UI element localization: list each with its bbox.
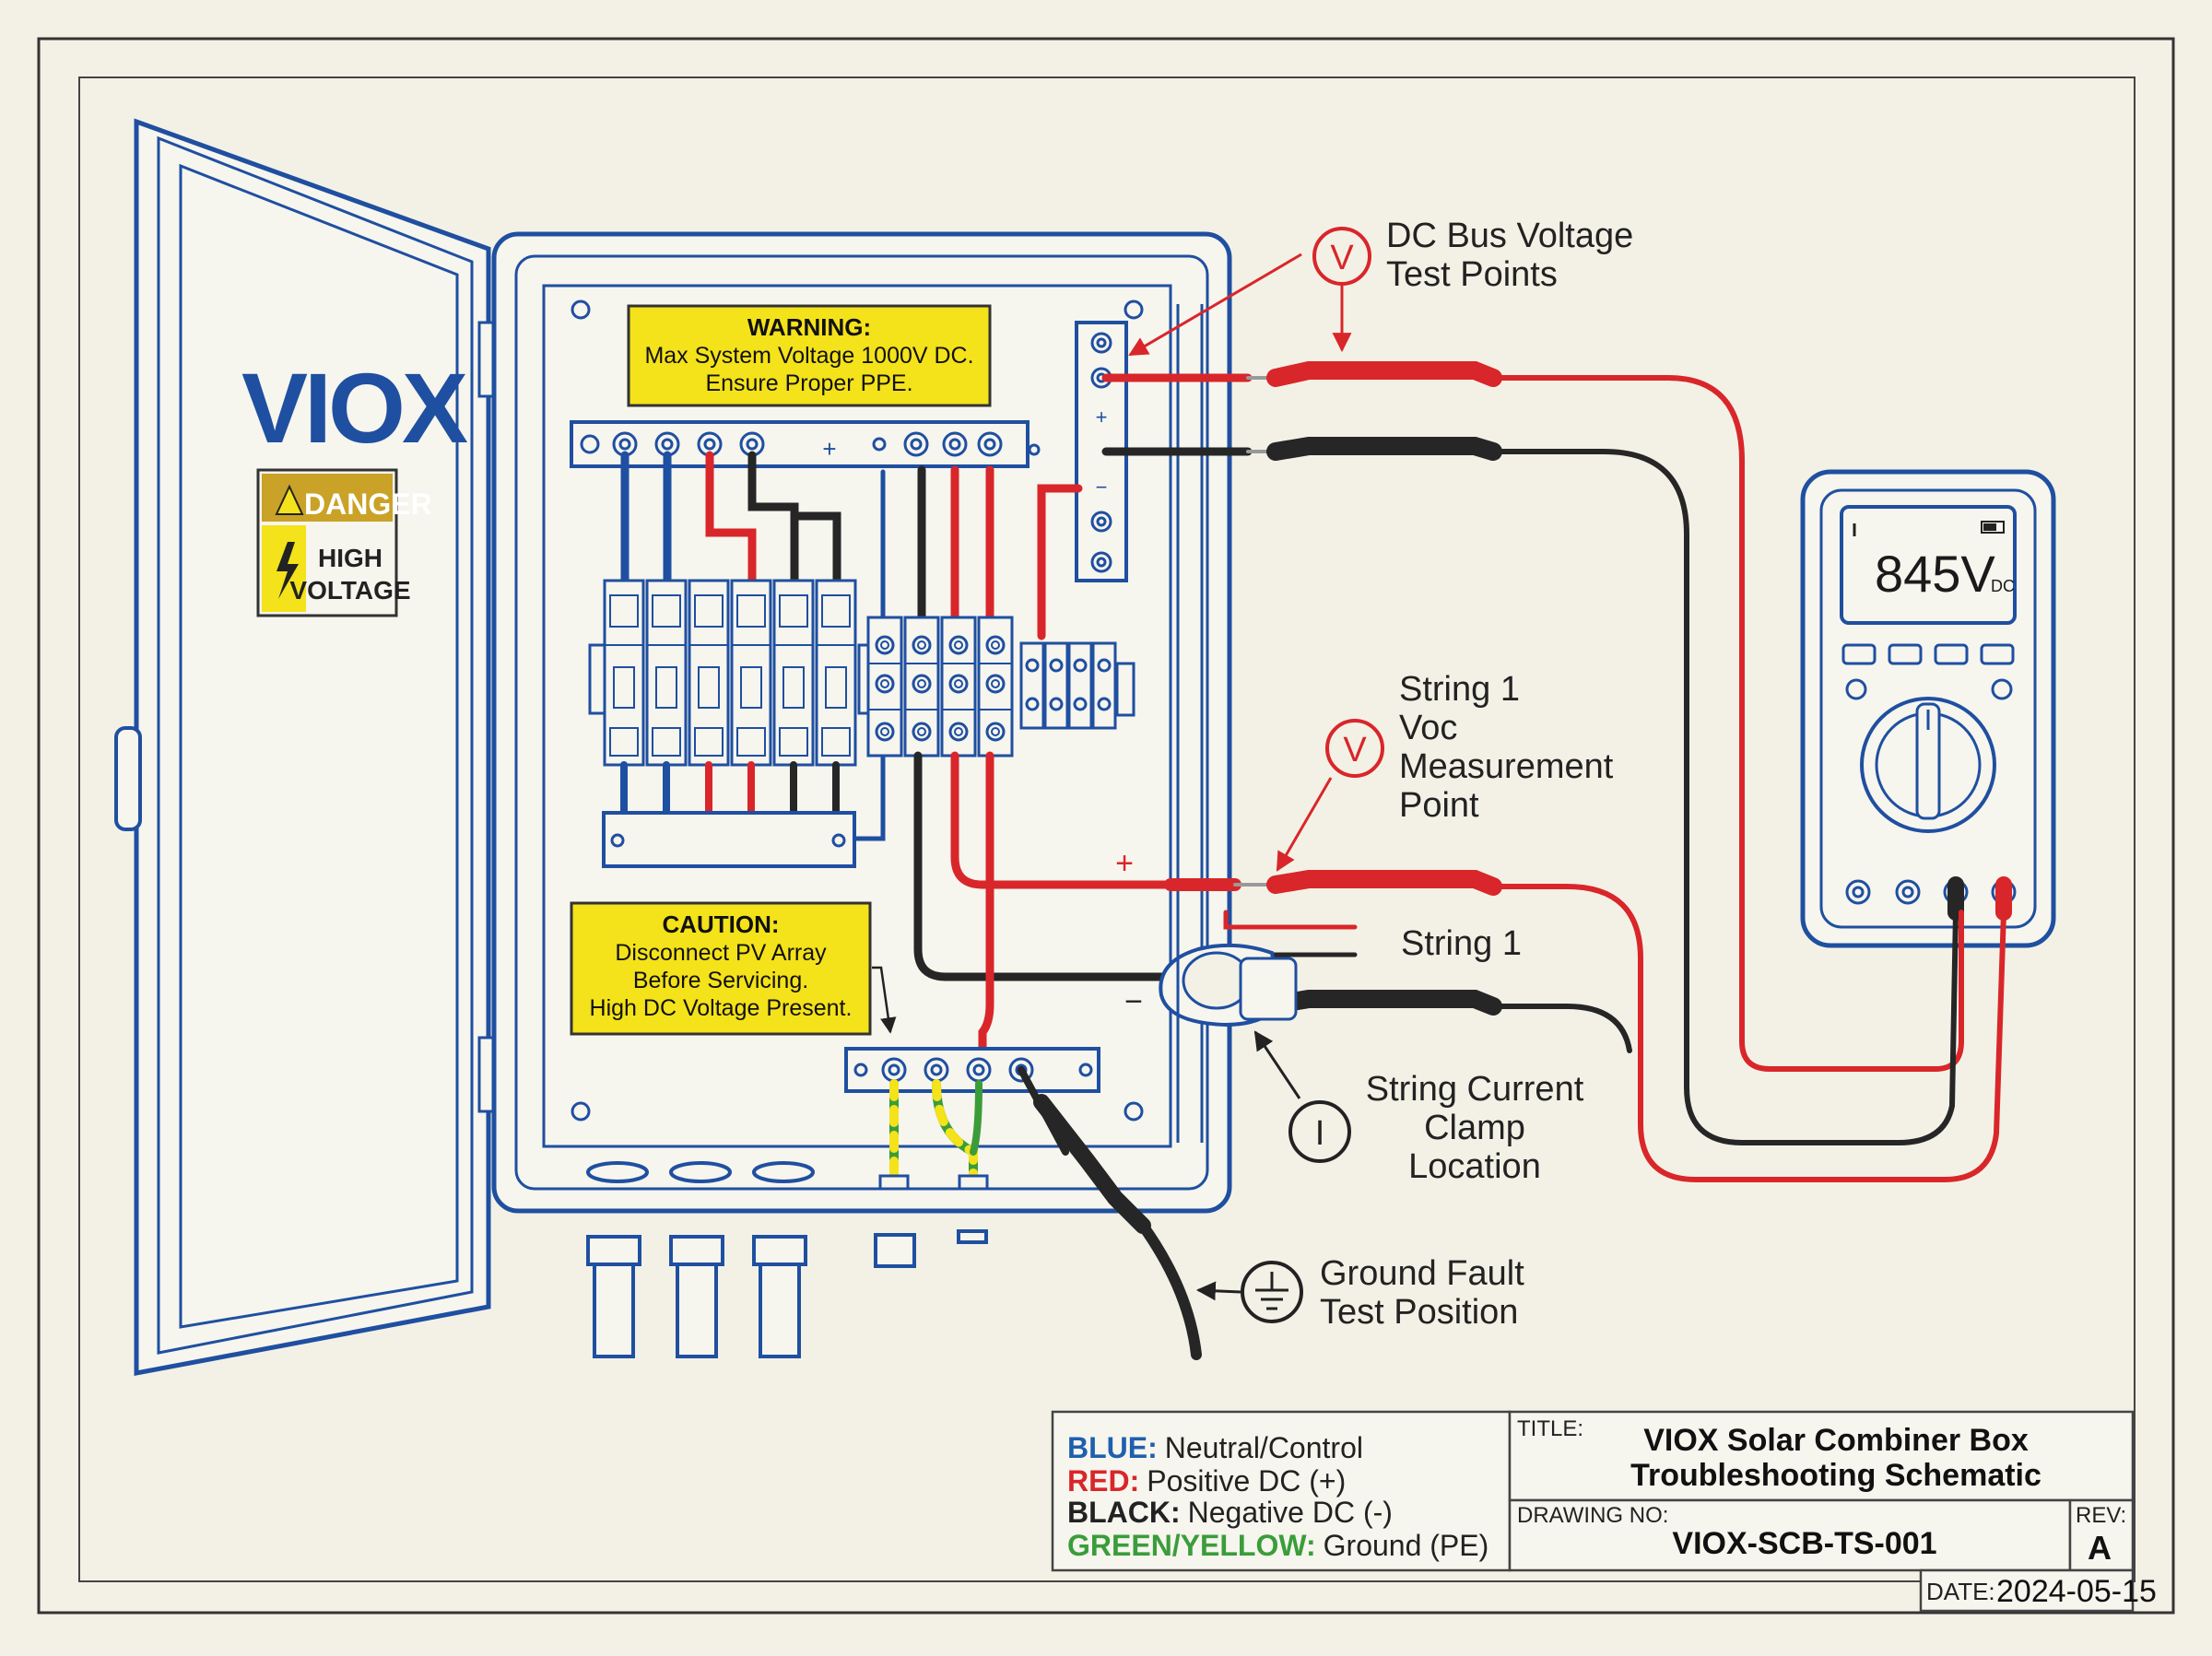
bus-minus-label: − [1096,476,1108,499]
voc-callout-line4: Point [1399,786,1479,825]
string-positive-lead [1164,870,2006,1182]
meter-unit: DC [1991,577,2015,595]
terminal-block[interactable] [1067,641,1093,730]
warning-line1: Max System Voltage 1000V DC. [644,343,973,369]
warning-label: WARNING: Max System Voltage 1000V DC. En… [627,304,992,407]
caution-title: CAUTION: [662,910,779,938]
multimeter[interactable]: 845V DC [1800,469,2056,948]
meter-buttons[interactable] [1841,643,2015,665]
string-1-label: String 1 [1401,924,1522,963]
caution-leader-line [872,966,897,1034]
enclosure-door[interactable] [114,118,491,1377]
string-plus-label: + [1115,846,1134,881]
danger-title: DANGER [304,487,432,521]
current-clamp [1159,943,1298,1028]
terminal-block[interactable] [903,616,940,758]
title-line2: Troubleshooting Schematic [1630,1458,2041,1493]
bus-negative-lead [1101,437,1959,1145]
danger-label: DANGER HIGH VOLTAGE [256,468,432,617]
inner-border [78,76,2136,1582]
top-busbar: + [570,420,1041,468]
clamp-callout-line2: Clamp [1424,1109,1525,1147]
fuse-holder[interactable] [603,579,645,818]
voc-callout-line2: Voc [1399,709,1457,747]
title-block: TITLE: VIOX Solar Combiner Box Troublesh… [1508,1410,2157,1613]
drawing-no-label: DRAWING NO: [1517,1503,1668,1528]
current-symbol: I [1315,1114,1325,1153]
terminal-blocks [866,616,1135,758]
terminal-block[interactable] [1043,641,1069,730]
color-legend: BLUE:Neutral/Control RED:Positive DC (+)… [1051,1410,1512,1572]
warning-line2: Ensure Proper PPE. [705,370,912,396]
danger-line1: HIGH [318,544,382,572]
dc-bus-voltage-symbol: V [1330,239,1354,277]
rev-label: REV: [2076,1503,2126,1528]
ground-callout-line1: Ground Fault [1320,1254,1524,1293]
title-label: TITLE: [1517,1416,1583,1441]
warning-title: WARNING: [747,313,871,341]
drawing-no: VIOX-SCB-TS-001 [1672,1526,1936,1561]
busbar-plus-label: + [822,435,836,463]
warning-triangle-icon [275,484,304,515]
viox-logo: VIOX [241,352,468,464]
string-wires [913,751,1175,1092]
terminal-block[interactable] [866,616,903,758]
terminal-block[interactable] [1019,641,1045,730]
dc-bus-callout-line1: DC Bus Voltage [1386,217,1633,255]
fuse-holder[interactable] [645,579,688,818]
ground-test-probe [1018,1066,1202,1360]
caution-line3: High DC Voltage Present. [590,995,853,1021]
caution-label: CAUTION: Disconnect PV Array Before Serv… [570,901,872,1036]
string-minus-label: − [1124,984,1143,1019]
dc-bus-callout-line2: Test Points [1386,255,1558,294]
outer-border [37,37,2175,1615]
ground-bar [844,1047,1100,1093]
lightning-icon [276,542,299,599]
date-label: DATE: [1926,1578,1995,1605]
fuse-holder[interactable] [688,579,730,818]
legend-row-red: RED:Positive DC (+) [1067,1464,1346,1497]
danger-line2: VOLTAGE [289,576,410,605]
dc-bus-voltage-callout: V DC Bus Voltage Test Points [1128,217,1633,357]
caution-line2: Before Servicing. [633,968,808,993]
ground-wires [878,1079,989,1191]
legend-row-blue: BLUE:Neutral/Control [1067,1431,1363,1464]
fuse-holder[interactable] [815,579,857,818]
ground-symbol-icon [1255,1272,1288,1310]
rotary-dial[interactable] [1860,697,1996,833]
clamp-callout-line1: String Current [1366,1070,1584,1109]
clamp-callout-line3: Location [1408,1147,1541,1186]
battery-icon [1981,521,2005,534]
rev-value: A [2088,1529,2112,1567]
fuse-holder[interactable] [730,579,772,818]
string-current-clamp-callout: I String Current Clamp Location [1253,1030,1584,1186]
fuse-holder[interactable] [772,579,815,818]
voc-callout-line1: String 1 [1399,670,1520,709]
terminal-block[interactable] [940,616,977,758]
string-voc-symbol: V [1343,731,1367,769]
meter-reading: 845V [1875,545,1995,603]
date-value: 2024-05-15 [1996,1574,2157,1609]
string-voc-callout: V String 1 Voc Measurement Point [1276,670,1614,872]
ground-callout-line2: Test Position [1320,1293,1518,1332]
fuse-rail [602,811,856,868]
title-line1: VIOX Solar Combiner Box [1643,1423,2029,1458]
bus-plus-label: + [1096,405,1108,429]
legend-row-black: BLACK:Negative DC (-) [1067,1496,1393,1529]
terminal-block[interactable] [1091,641,1117,730]
voc-callout-line3: Measurement [1399,747,1614,786]
cable-glands [586,1161,988,1358]
ground-fault-callout: Ground Fault Test Position [1195,1254,1524,1332]
caution-line1: Disconnect PV Array [615,940,827,966]
fuse-input-wires [620,451,1083,841]
terminal-block[interactable] [977,616,1014,758]
legend-row-ground: GREEN/YELLOW:Ground (PE) [1067,1529,1488,1562]
